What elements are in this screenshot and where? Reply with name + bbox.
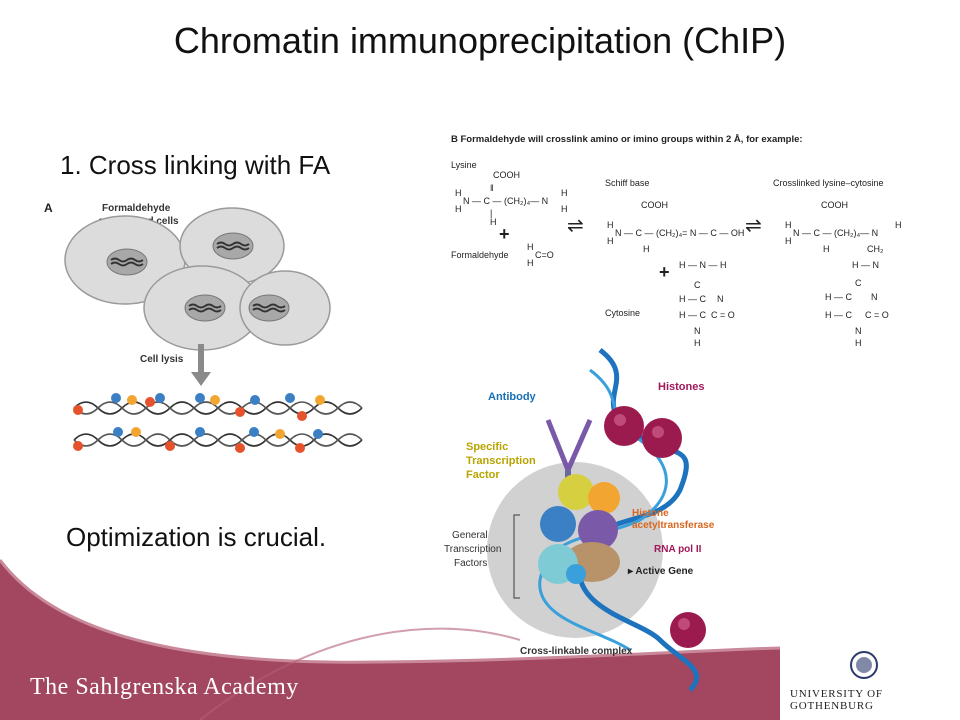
general-tf-label-3: Factors <box>454 558 487 569</box>
svg-text:H: H <box>455 204 462 214</box>
svg-text:N: N <box>717 294 724 304</box>
svg-text:|: | <box>490 208 492 218</box>
svg-text:H: H <box>785 220 792 230</box>
panel-a-cells-label-1: Formaldehyde <box>102 203 171 214</box>
svg-text:C = O: C = O <box>865 310 889 320</box>
rna-pol-label: RNA pol II <box>654 544 702 555</box>
cytosine-label: Cytosine <box>605 308 640 318</box>
svg-text:H: H <box>855 338 862 348</box>
svg-text:N — C — (CH₂)₄= N — C — OH: N — C — (CH₂)₄= N — C — OH <box>615 228 744 238</box>
crosslinked-label: Crosslinked lysine–cytosine <box>773 178 884 188</box>
svg-text:N: N <box>871 292 878 302</box>
dna-strand-1 <box>73 401 363 415</box>
svg-text:⇌: ⇌ <box>567 215 584 237</box>
svg-text:H — N — H: H — N — H <box>679 260 727 270</box>
panel-b-header: B Formaldehyde will crosslink amino or i… <box>451 134 803 145</box>
svg-text:H — C: H — C <box>679 294 707 304</box>
cooh-2: COOH <box>641 200 668 210</box>
svg-text:H: H <box>823 244 830 254</box>
svg-text:H: H <box>785 236 792 246</box>
svg-text:H: H <box>694 338 701 348</box>
svg-text:H: H <box>561 204 568 214</box>
svg-text:H: H <box>607 236 614 246</box>
complex-label: Cross-linkable complex <box>520 646 633 657</box>
university-name: UNIVERSITY OF GOTHENBURG <box>790 688 883 712</box>
svg-text:C = O: C = O <box>711 310 735 320</box>
academy-name: The Sahlgrenska Academy <box>30 674 299 700</box>
ch2-label: CH₂ <box>867 244 884 254</box>
histones-label: Histones <box>658 381 704 393</box>
svg-text:N: N <box>694 326 701 336</box>
university-seal-icon <box>850 651 878 679</box>
lysine-label: Lysine <box>451 160 477 170</box>
slide-subtitle: 1. Cross linking with FA <box>60 150 331 180</box>
specific-tf-label-1: Specific <box>466 441 508 453</box>
cooh-1: COOH <box>493 170 520 180</box>
svg-text:H: H <box>561 188 568 198</box>
general-tf-label-1: General <box>452 530 488 541</box>
svg-text:H — N: H — N <box>852 260 879 270</box>
specific-tf-label-2: Transcription <box>466 455 536 467</box>
panel-c-crosslinkable-complex: Antibody Histones Specific Transcription… <box>444 348 715 692</box>
svg-text:⇌: ⇌ <box>745 215 762 237</box>
svg-text:H: H <box>607 220 614 230</box>
dna-bound-proteins <box>73 393 325 453</box>
specific-tf-label-3: Factor <box>466 469 500 481</box>
lysis-label: Cell lysis <box>140 354 184 365</box>
svg-text:H — C: H — C <box>825 292 853 302</box>
specific-tf <box>558 474 594 510</box>
svg-text:H: H <box>490 217 497 227</box>
panel-a-crosslinked-cells: A Formaldehyde crosslinked cells <box>44 201 363 453</box>
schiff-base-label: Schiff base <box>605 178 649 188</box>
cooh-3: COOH <box>821 200 848 210</box>
svg-text:H: H <box>895 220 902 230</box>
svg-text:N — C — (CH₂)₄— N: N — C — (CH₂)₄— N <box>793 228 878 238</box>
slide-note: Optimization is crucial. <box>66 522 327 552</box>
svg-text:C: C <box>855 278 862 288</box>
hat-label-1: Histone <box>632 508 669 519</box>
svg-text:C=O: C=O <box>535 250 554 260</box>
svg-text:+: + <box>659 262 670 282</box>
svg-text:H — C: H — C <box>679 310 707 320</box>
dna-strand-2 <box>73 433 363 447</box>
svg-text:H: H <box>455 188 462 198</box>
general-tf-label-2: Transcription <box>444 544 501 555</box>
svg-text:+: + <box>499 224 510 244</box>
active-gene-label: ▸ Active Gene <box>627 566 694 577</box>
svg-text:C: C <box>694 280 701 290</box>
histone-2 <box>642 418 682 458</box>
svg-text:H — C: H — C <box>825 310 853 320</box>
panel-a-letter: A <box>44 201 53 215</box>
svg-text:H: H <box>527 242 534 252</box>
page-title: Chromatin immunoprecipitation (ChIP) <box>173 20 787 61</box>
histone-3 <box>670 612 706 648</box>
hat-label-2: acetyltransferase <box>632 520 715 531</box>
antibody-label: Antibody <box>488 391 537 403</box>
svg-text:‖: ‖ <box>490 183 494 193</box>
svg-text:H: H <box>527 258 534 268</box>
svg-text:N — C — (CH₂)₄— N: N — C — (CH₂)₄— N <box>463 196 548 206</box>
panel-b-crosslink-chemistry: B Formaldehyde will crosslink amino or i… <box>451 134 902 348</box>
formaldehyde-label: Formaldehyde <box>451 250 509 260</box>
svg-text:H: H <box>643 244 650 254</box>
svg-text:N: N <box>855 326 862 336</box>
cell-4 <box>239 270 331 346</box>
lysis-arrow <box>191 344 211 386</box>
histone-1 <box>604 406 644 446</box>
